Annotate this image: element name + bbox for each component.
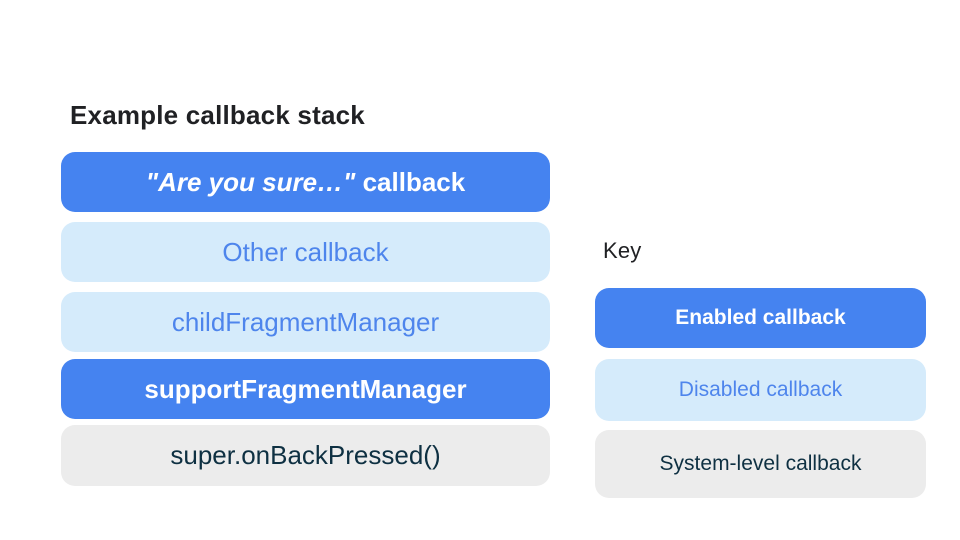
stack-pill-label-suffix: callback [355,166,466,197]
stack-pill-label-italic: "Are you sure…" [145,166,356,197]
key-pill-system-level-callback: System-level callback [595,430,926,498]
stack-pill-are-you-sure-callback: "Are you sure…" callback [61,152,550,212]
stack-pill-support-fragment-manager: supportFragmentManager [61,359,550,419]
stack-pill-other-callback: Other callback [61,222,550,282]
key-pill-disabled-callback: Disabled callback [595,359,926,421]
key-title: Key [603,238,642,263]
stack-pill-super-onbackpressed: super.onBackPressed() [61,425,550,486]
stack-pill-child-fragment-manager: childFragmentManager [61,292,550,352]
stack-title: Example callback stack [70,100,365,130]
key-pill-enabled-callback: Enabled callback [595,288,926,348]
